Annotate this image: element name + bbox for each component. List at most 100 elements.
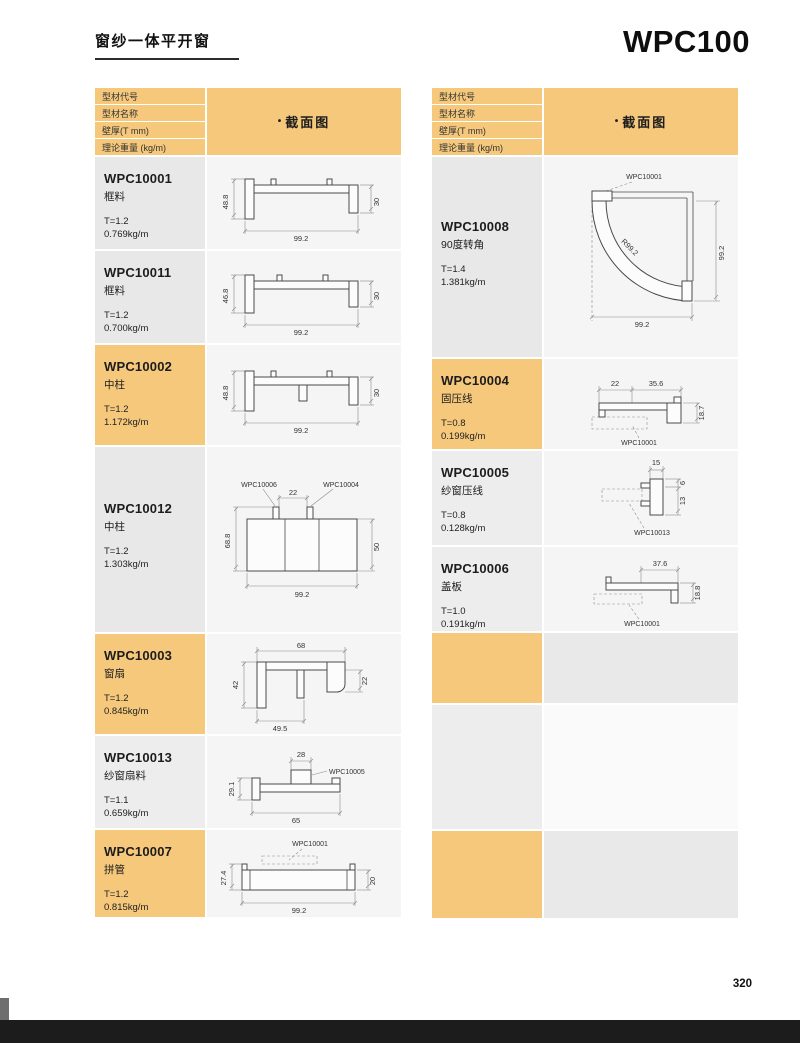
section-diagram-label: 截面图 [285,115,331,130]
dim-right: 50 [372,543,381,551]
phantom-outline [261,848,318,865]
empty-drawing-cell [544,633,738,703]
profile-info-wpc10004: WPC10004 固压线 T=0.8 0.199kg/m [432,359,542,449]
footer-bar [0,1020,800,1043]
profile-code: WPC10001 [104,171,173,186]
dim-right: 30 [372,292,381,300]
table-row: WPC10004 固压线 T=0.8 0.199kg/m [432,359,738,449]
mating-profile-label: WPC10001 [292,841,328,848]
profile-name: 拼管 [104,864,125,876]
dimension-lines [589,200,720,321]
empty-drawing-cell [544,705,738,829]
dim-right-lower: 13 [678,497,687,505]
profile-drawing-cell: 48.8 99.2 30 [207,157,401,249]
dimension-lines [231,178,374,234]
dim-left: 29.1 [227,782,236,797]
table-row: WPC10007 拼管 T=1.2 0.815kg/m [95,830,401,917]
profile-thickness: T=1.2 [104,216,129,227]
profile-thickness: T=1.2 [104,889,129,900]
profile-code: WPC10011 [104,265,172,280]
scan-artifact [0,998,9,1020]
dimension-lines [231,274,374,328]
table-header: 型材代号 型材名称 壁厚(T mm) 理论重量 (kg/m) • 截面图 [432,88,738,155]
profile-outline [640,478,664,516]
profile-code: WPC10006 [441,561,510,576]
profile-weight: 1.381kg/m [441,276,486,288]
table-row: WPC10001 框料 T=1.2 0.769kg/m [95,157,401,249]
dim-top: 37.6 [653,559,668,568]
dim-bottom: 99.2 [292,906,307,915]
dimension-lines [241,647,363,724]
dim-left: 48.8 [221,386,230,401]
profile-drawing-cell: 46.8 99.2 30 [207,251,401,343]
leader-lines [591,181,633,321]
table-row: WPC10011 框料 T=1.2 0.700kg/m [95,251,401,343]
dimension-lines [647,466,681,516]
empty-info-cell [432,633,542,703]
dim-right: 18.7 [697,406,706,421]
dim-top-right: 35.6 [649,379,664,388]
mating-profile-label: WPC10001 [621,440,657,447]
dimension-lines [233,488,375,589]
dim-left: 48.8 [221,195,230,210]
joining-tube-drawing: WPC10001 27.4 99.2 20 [219,841,377,915]
profile-weight: 0.769kg/m [104,229,149,240]
profile-info-wpc10007: WPC10007 拼管 T=1.2 0.815kg/m [95,830,205,917]
profile-info-wpc10006: WPC10006 盖板 T=1.0 0.191kg/m [432,547,542,631]
header-theoretical-weight: 理论重量 (kg/m) [95,139,205,155]
glazing-bead-drawing: 22 35.6 18.7 WPC10001 [591,379,706,447]
profile-drawing-cell: 22 35.6 18.7 WPC10001 [544,359,738,449]
mating-profile-label: WPC10004 [323,482,359,489]
dim-bottom: 65 [292,816,300,825]
dim-left: 42 [231,681,240,689]
dimension-lines [638,566,696,604]
dim-right: 99.2 [717,246,726,261]
mating-profile-label: WPC10001 [626,174,662,181]
profile-weight: 0.815kg/m [104,902,149,913]
phantom-outline [593,593,643,620]
profile-weight: 0.128kg/m [441,523,486,534]
dimension-lines [231,370,374,426]
profile-name: 框料 [104,285,125,297]
profile-thickness: T=1.2 [104,310,129,321]
profile-weight: 0.659kg/m [104,808,149,819]
profile-weight: 1.303kg/m [104,559,149,570]
profile-info-wpc10012: WPC10012 中柱 T=1.2 1.303kg/m [95,447,205,632]
profile-drawing-cell: 28 WPC10005 29.1 65 [207,736,401,828]
mating-profile-label: WPC10006 [241,482,277,489]
phantom-outline [591,416,648,439]
profile-thickness: T=1.2 [104,404,129,415]
profile-weight: 0.191kg/m [441,619,486,630]
table-header-labels: 型材代号 型材名称 壁厚(T mm) 理论重量 (kg/m) [432,88,542,155]
table-row-empty [432,831,738,918]
table-row-empty [432,705,738,829]
profile-table-right: 型材代号 型材名称 壁厚(T mm) 理论重量 (kg/m) • 截面图 WPC… [432,88,738,918]
table-row: WPC10002 中柱 T=1.2 1.172kg/m [95,345,401,445]
header-wall-thickness: 壁厚(T mm) [95,122,205,138]
dim-right-upper: 6 [678,481,687,485]
profile-weight: 1.172kg/m [104,417,149,428]
mating-profile-label: WPC10001 [624,621,660,628]
frame-profile-drawing: 48.8 99.2 30 [221,178,381,243]
empty-drawing-cell [544,831,738,918]
profile-name: 纱窗扇料 [104,770,146,782]
dim-top: 28 [297,750,305,759]
profile-outline [246,506,358,572]
profile-name: 中柱 [104,521,125,533]
profile-code: WPC10003 [104,648,173,663]
profile-name: 固压线 [441,393,473,405]
table-row: WPC10003 窗扇 T=1.2 0.845kg/m [95,634,401,734]
dim-top-left: 22 [611,379,619,388]
dim-left: 27.4 [219,871,228,886]
profile-info-wpc10013: WPC10013 纱窗扇料 T=1.1 0.659kg/m [95,736,205,828]
dimension-lines [237,757,343,816]
page-title: 窗纱一体平开窗 [95,30,239,60]
empty-info-cell [432,831,542,918]
profile-name: 90度转角 [441,238,485,251]
profile-code: WPC10013 [104,750,173,765]
profile-outline [591,190,693,302]
profile-table-left: 型材代号 型材名称 壁厚(T mm) 理论重量 (kg/m) • 截面图 WPC… [95,88,401,918]
table-row: WPC10006 盖板 T=1.0 0.191kg/m [432,547,738,631]
profile-code: WPC10004 [441,373,510,388]
